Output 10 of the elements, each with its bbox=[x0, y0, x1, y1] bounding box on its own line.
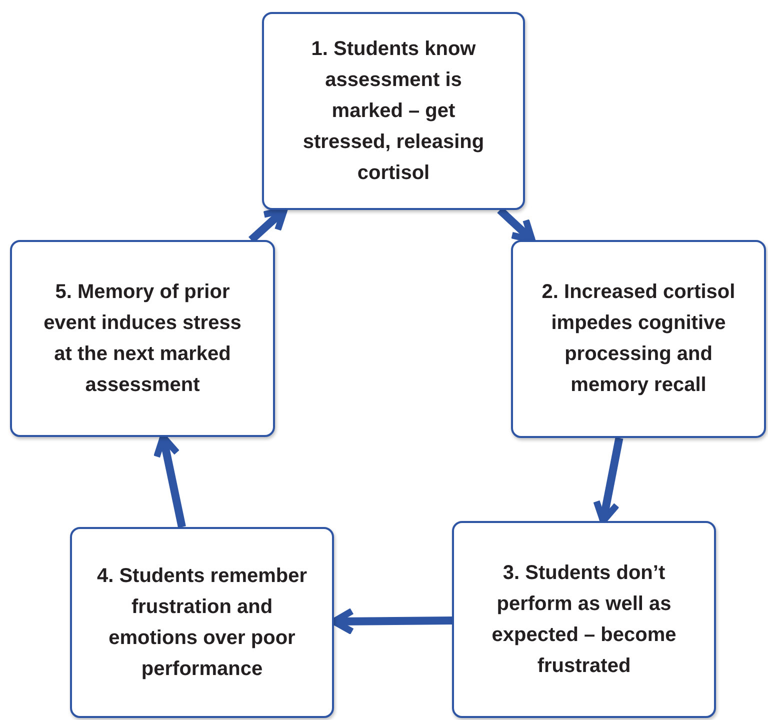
process-box bbox=[511, 240, 766, 438]
box-text: 5. Memory of prior event induces stress at the next marked assessment bbox=[42, 280, 242, 398]
process-box bbox=[262, 12, 525, 210]
box-text: 2. Increased cortisol impedes cognitive processing and memory recall bbox=[540, 280, 736, 398]
box-text: 1. Students know assessment is marked – get stressed, releasing cortisol bbox=[302, 36, 486, 186]
box-text: 3. Students don’t perform as well as expected – become frustrated bbox=[490, 560, 678, 678]
process-box bbox=[70, 527, 334, 718]
box-text: 4. Students remember frustration and emotions over poor performance bbox=[96, 564, 308, 682]
process-box bbox=[452, 521, 716, 718]
process-box bbox=[10, 240, 275, 437]
